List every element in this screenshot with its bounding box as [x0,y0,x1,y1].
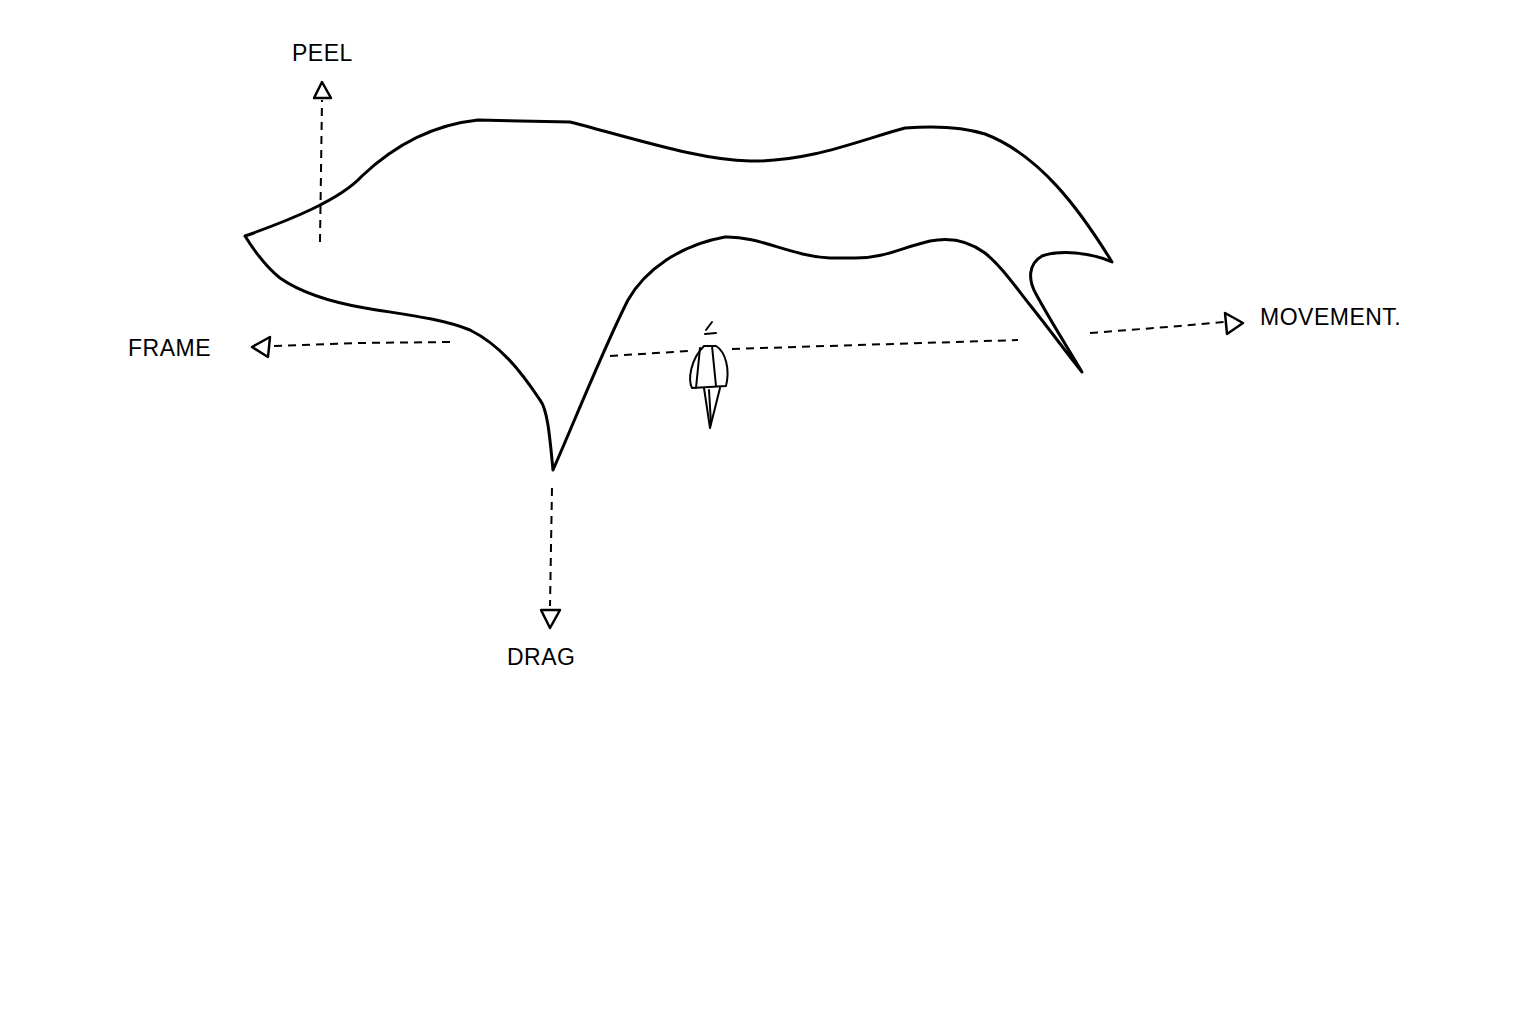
person-figure [690,322,727,428]
annotation-label: MOVEMENT. [1260,306,1401,329]
leader-lines [272,100,1224,606]
annotation-label: DRAG [507,646,575,669]
arrowheads [252,82,1243,628]
canopy-outline [245,120,1112,470]
annotation-label: FRAME [128,337,211,360]
annotation-label: PEEL [292,42,353,65]
